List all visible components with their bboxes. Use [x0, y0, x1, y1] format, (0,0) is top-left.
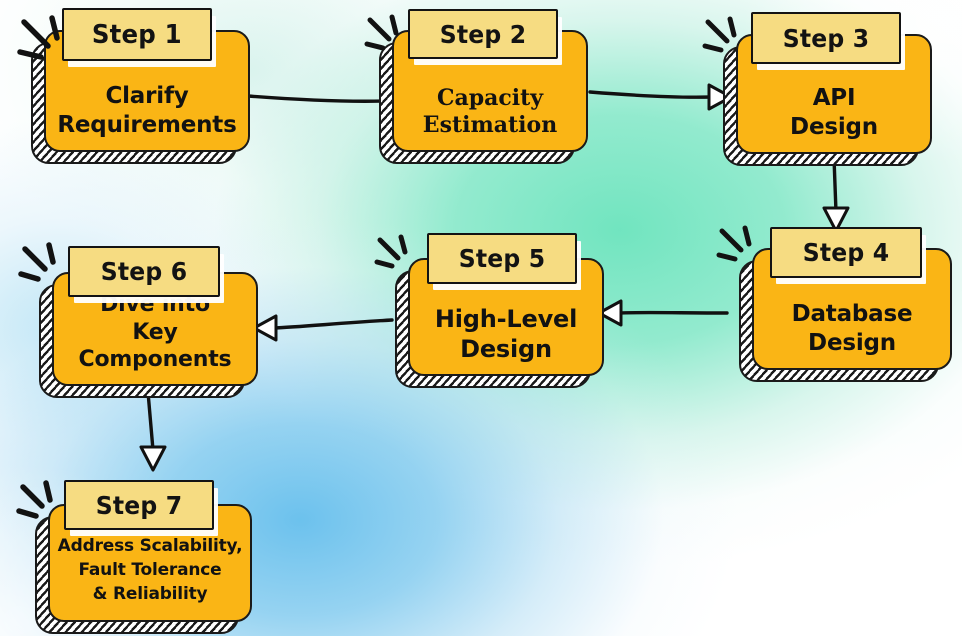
step-tab-4[interactable]: Step 4: [770, 227, 922, 278]
step-tab-label: Step 7: [95, 490, 183, 520]
step-body-text: Database Design: [791, 301, 913, 357]
step-tab-label: Step 3: [782, 23, 870, 53]
connector-step2-step3: [588, 83, 733, 111]
connector-step4-step5: [597, 299, 729, 327]
step-tab-label: Step 5: [458, 244, 546, 273]
step-body-text: Capacity Estimation: [422, 84, 558, 139]
step-tab-5[interactable]: Step 5: [427, 233, 577, 284]
step-tab-label: Step 6: [100, 257, 188, 286]
step-body-text: Address Scalability, Fault Tolerance & R…: [57, 535, 243, 604]
step-tab-label: Step 4: [802, 238, 890, 267]
connector-step3-step4: [822, 156, 850, 233]
connector-step6-step7: [139, 390, 167, 472]
step-tab-label: Step 2: [439, 19, 527, 49]
step-body-text: High-Level Design: [434, 304, 578, 363]
step-tab-2[interactable]: Step 2: [408, 9, 558, 59]
step-body-text: API Design: [790, 85, 878, 141]
step-body-text: Dive into Key Components: [78, 291, 232, 373]
step-tab-1[interactable]: Step 1: [62, 8, 212, 61]
connector-step5-step6: [252, 314, 394, 342]
step-tab-3[interactable]: Step 3: [751, 12, 901, 64]
step-tab-label: Step 1: [91, 19, 183, 50]
step-tab-7[interactable]: Step 7: [64, 480, 214, 530]
step-tab-6[interactable]: Step 6: [68, 246, 220, 297]
step-body-text: Clarify Requirements: [57, 83, 237, 139]
